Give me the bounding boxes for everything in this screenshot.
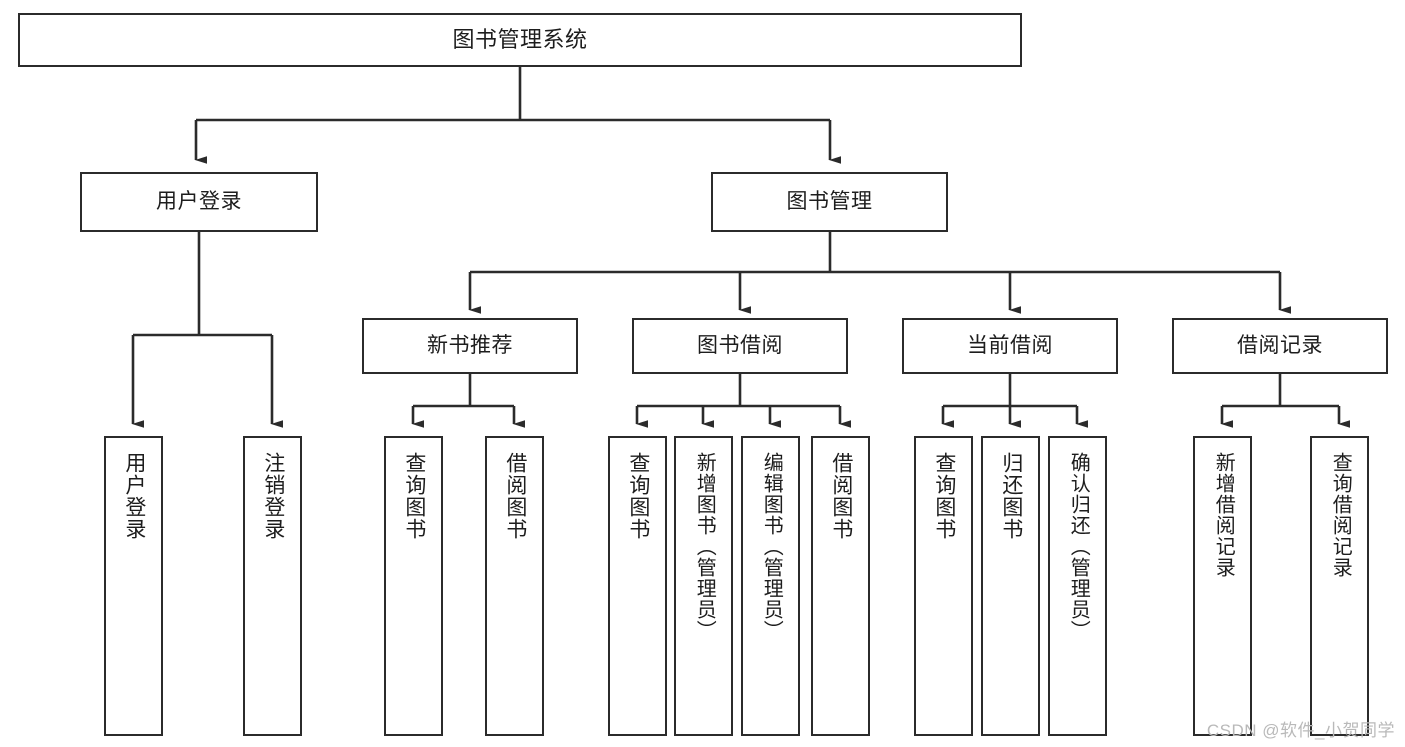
node-label: 图书借阅 [697, 334, 783, 358]
node-new-book-recommend[interactable]: 新书推荐 [362, 318, 578, 374]
leaf-book-borrow-query-book[interactable]: 查询图书 [608, 436, 667, 736]
leaf-current-borrow-return-book[interactable]: 归还图书 [981, 436, 1040, 736]
node-label: 查询图书 [402, 452, 426, 540]
node-label: 新书推荐 [427, 334, 513, 358]
node-label: 用户登录 [122, 452, 146, 540]
node-label: 查询图书 [932, 452, 956, 540]
leaf-user-login-login[interactable]: 用户登录 [104, 436, 163, 736]
node-label: 归还图书 [999, 452, 1023, 540]
node-label: 图书管理 [786, 190, 873, 214]
node-label: 编辑图书（管理员） [760, 452, 783, 641]
node-book-management[interactable]: 图书管理 [711, 172, 948, 232]
leaf-book-borrow-borrow-book[interactable]: 借阅图书 [811, 436, 870, 736]
node-user-login[interactable]: 用户登录 [80, 172, 318, 232]
leaf-current-borrow-query-book[interactable]: 查询图书 [914, 436, 973, 736]
leaf-borrow-record-query-record[interactable]: 查询借阅记录 [1310, 436, 1369, 736]
node-label: 确认归还（管理员） [1067, 452, 1090, 641]
node-label: 当前借阅 [967, 334, 1053, 358]
node-book-borrow[interactable]: 图书借阅 [632, 318, 848, 374]
node-label: 新增借阅记录 [1212, 452, 1235, 578]
leaf-current-borrow-confirm-return-admin[interactable]: 确认归还（管理员） [1048, 436, 1107, 736]
node-label: 新增图书（管理员） [693, 452, 716, 641]
node-label: 借阅记录 [1237, 334, 1323, 358]
node-label: 查询借阅记录 [1329, 452, 1352, 578]
node-borrow-record[interactable]: 借阅记录 [1172, 318, 1388, 374]
node-current-borrow[interactable]: 当前借阅 [902, 318, 1118, 374]
leaf-book-borrow-add-book-admin[interactable]: 新增图书（管理员） [674, 436, 733, 736]
node-label: 借阅图书 [829, 452, 853, 540]
node-root-book-management-system[interactable]: 图书管理系统 [18, 13, 1022, 67]
leaf-new-book-query-book[interactable]: 查询图书 [384, 436, 443, 736]
node-label: 用户登录 [156, 190, 242, 214]
node-label: 图书管理系统 [452, 26, 588, 52]
leaf-user-login-logout[interactable]: 注销登录 [243, 436, 302, 736]
leaf-borrow-record-add-record[interactable]: 新增借阅记录 [1193, 436, 1252, 736]
watermark: CSDN @软件_小贺同学 [1206, 721, 1395, 740]
node-label: 借阅图书 [503, 452, 527, 540]
node-label: 注销登录 [261, 452, 285, 540]
node-label: 查询图书 [626, 452, 650, 540]
leaf-book-borrow-edit-book-admin[interactable]: 编辑图书（管理员） [741, 436, 800, 736]
leaf-new-book-borrow-book[interactable]: 借阅图书 [485, 436, 544, 736]
